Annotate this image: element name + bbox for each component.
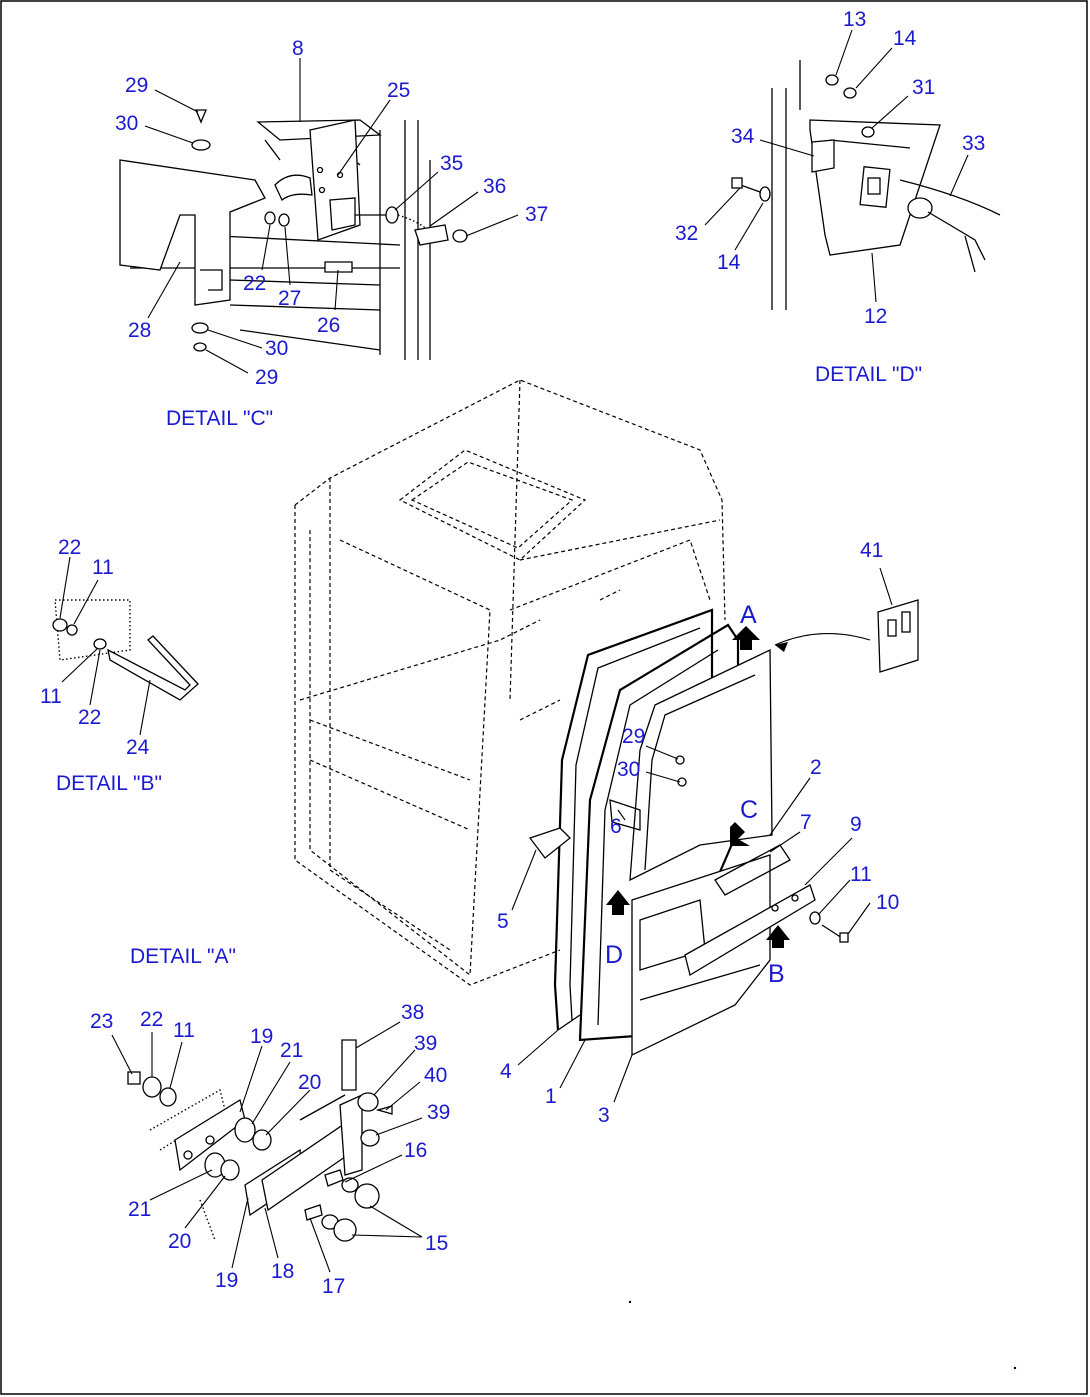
callout-31: 31: [912, 76, 935, 99]
callout-39: 39: [414, 1032, 437, 1055]
view-letters: A C D B: [605, 601, 785, 988]
detail-b-drawing: [52, 599, 199, 701]
callout-22: 22: [58, 536, 81, 559]
view-arrow-b: [766, 925, 790, 948]
callout-12: 12: [864, 305, 887, 328]
callout-11: 11: [92, 556, 114, 579]
callout-37: 37: [525, 203, 548, 226]
callout-8: 8: [292, 37, 304, 60]
callout-9: 9: [850, 813, 862, 836]
callout-22: 22: [140, 1008, 163, 1031]
callout-6: 6: [610, 815, 622, 838]
door-assembly: [528, 599, 919, 1057]
detail-a-drawing: [127, 1039, 393, 1242]
callout-13: 13: [843, 8, 866, 31]
callout-21: 21: [128, 1198, 151, 1221]
callout-19: 19: [250, 1025, 273, 1048]
callout-21: 21: [280, 1039, 303, 1062]
callout-4: 4: [500, 1060, 512, 1083]
view-letter-d: D: [605, 941, 623, 969]
callout-29: 29: [255, 366, 278, 389]
detail-d-drawing: [731, 60, 1001, 310]
cab-outline: [294, 379, 726, 986]
view-arrow-c: [730, 822, 750, 846]
detail-a-caption: DETAIL "A": [130, 945, 236, 968]
callout-19: 19: [215, 1269, 238, 1292]
leader-lines: [59, 29, 969, 1273]
callout-40: 40: [424, 1064, 447, 1087]
detail-d-caption: DETAIL "D": [815, 363, 922, 386]
callout-17: 17: [322, 1275, 345, 1298]
callout-25: 25: [387, 79, 410, 102]
detail-captions: DETAIL "C" DETAIL "D" DETAIL "B" DETAIL …: [56, 363, 922, 968]
callout-2: 2: [810, 756, 822, 779]
callout-5: 5: [497, 910, 509, 933]
callout-30: 30: [265, 337, 288, 360]
callout-36: 36: [483, 175, 506, 198]
callout-29: 29: [125, 74, 148, 97]
callout-11: 11: [850, 863, 872, 886]
detail-c-caption: DETAIL "C": [166, 407, 273, 430]
callout-34: 34: [731, 125, 755, 148]
detail-c-drawing: [119, 109, 468, 360]
detail-b-caption: DETAIL "B": [56, 772, 162, 795]
callout-11: 11: [40, 685, 62, 708]
view-arrow-d: [606, 890, 630, 915]
callout-39: 39: [427, 1101, 450, 1124]
callout-33: 33: [962, 132, 985, 155]
callout-11: 11: [173, 1019, 195, 1042]
view-arrow-a: [732, 626, 760, 650]
callout-26: 26: [317, 314, 340, 337]
callout-24: 24: [126, 736, 150, 759]
callout-numbers: 29 30 8 25 35 36 37 22 27 28 26 30 29 13…: [40, 8, 985, 1298]
callout-27: 27: [278, 287, 301, 310]
callout-35: 35: [440, 152, 463, 175]
view-letter-c: C: [740, 796, 758, 824]
callout-29: 29: [622, 725, 645, 748]
callout-30: 30: [115, 112, 138, 135]
callout-23: 23: [90, 1010, 113, 1033]
callout-7: 7: [800, 811, 812, 834]
callout-10: 10: [876, 891, 899, 914]
callout-14: 14: [717, 251, 741, 274]
callout-15: 15: [425, 1232, 448, 1255]
callout-30: 30: [617, 758, 640, 781]
callout-22: 22: [243, 272, 266, 295]
callout-18: 18: [271, 1260, 294, 1283]
callout-28: 28: [128, 319, 151, 342]
callout-16: 16: [404, 1139, 427, 1162]
callout-41: 41: [860, 539, 883, 562]
callout-20: 20: [168, 1230, 191, 1253]
view-letter-a: A: [740, 601, 757, 629]
callout-20: 20: [298, 1071, 321, 1094]
callout-38: 38: [401, 1001, 424, 1024]
callout-1: 1: [545, 1085, 557, 1108]
callout-22: 22: [78, 706, 101, 729]
callout-32: 32: [675, 222, 698, 245]
view-letter-b: B: [768, 960, 785, 988]
callout-14: 14: [893, 27, 917, 50]
callout-3: 3: [598, 1104, 610, 1127]
